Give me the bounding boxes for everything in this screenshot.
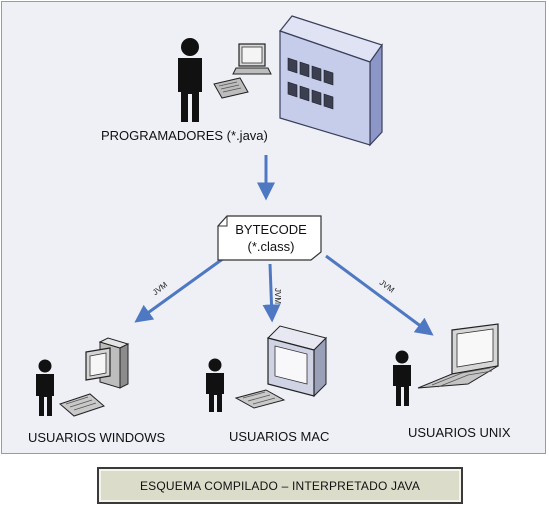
windows-users-label: USUARIOS WINDOWS xyxy=(28,430,166,445)
arrow-bytecode-to-windows xyxy=(134,256,225,323)
arrow-bytecode-to-mac xyxy=(262,263,281,323)
programmer-person-icon xyxy=(178,38,202,122)
programmers-label: PROGRAMADORES (*.java) xyxy=(101,128,268,143)
jvm-label-mac: JVM xyxy=(273,288,282,304)
laptop-icon xyxy=(417,323,499,389)
windows-pc-icon xyxy=(59,337,130,417)
bytecode-title: BYTECODE xyxy=(235,222,307,237)
unix-user-person-icon xyxy=(393,350,411,406)
bytecode-node: BYTECODE (*.class) xyxy=(217,215,325,261)
bytecode-extension: (*.class) xyxy=(247,239,295,254)
mac-user-person-icon xyxy=(206,358,224,412)
workstation-icon xyxy=(213,43,272,99)
windows-user-person-icon xyxy=(36,359,54,416)
bytecode-box-shape xyxy=(217,215,322,261)
diagram-caption: ESQUEMA COMPILADO – INTERPRETADO JAVA xyxy=(139,479,421,493)
arrow-bytecode-to-unix xyxy=(325,254,434,336)
caption-box: ESQUEMA COMPILADO – INTERPRETADO JAVA xyxy=(97,467,463,504)
mac-users-label: USUARIOS MAC xyxy=(229,429,330,444)
unix-users-label: USUARIOS UNIX xyxy=(408,425,511,440)
office-building-icon xyxy=(278,15,383,147)
mac-computer-icon xyxy=(234,325,327,409)
